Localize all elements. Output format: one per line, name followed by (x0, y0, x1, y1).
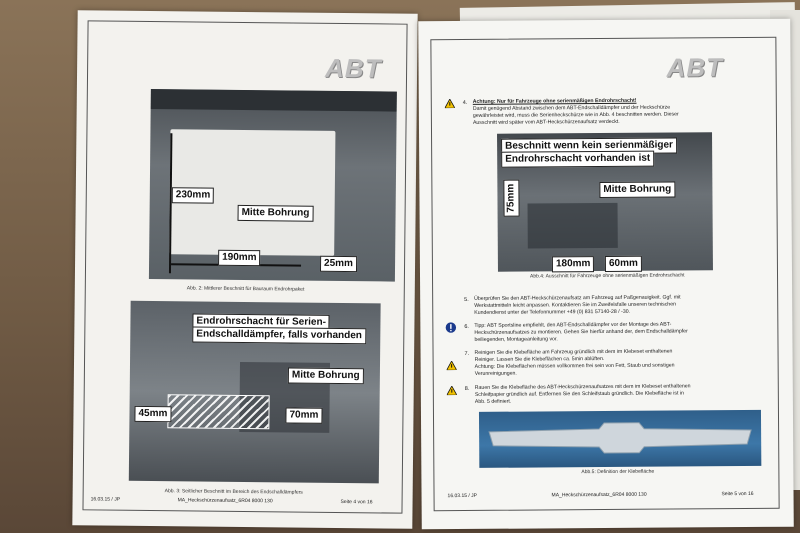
label-190mm: 190mm (218, 249, 261, 267)
label-mitte-bohrung: Mitte Bohrung (287, 367, 364, 385)
info-icon (445, 322, 457, 333)
warning-icon (444, 99, 455, 109)
step-8-number: 8. (464, 385, 470, 392)
label-25mm: 25mm (319, 255, 358, 273)
step-5-number: 5. (464, 296, 469, 303)
label-70mm: 70mm (285, 407, 323, 424)
figure-5-caption: Abb.5: Definition der Klebefläche (581, 468, 655, 476)
left-page: ABT 230mm Mitte Bohrung 190mm 25mm Abb. … (72, 10, 418, 529)
label-mitte-bohrung: Mitte Bohrung (237, 204, 314, 222)
footer-date: 16.03.15 / JP (90, 496, 121, 503)
rear-apron-part (488, 422, 752, 454)
label-45mm: 45mm (134, 405, 172, 423)
step-6-number: 6. (464, 323, 469, 330)
step-4-number: 4. (462, 99, 468, 106)
hatched-cut-area (167, 394, 270, 430)
label-75mm: 75mm (503, 179, 520, 217)
abt-logo: ABT (666, 52, 724, 83)
step-7-line-4: Verunreinigungen. (474, 370, 517, 377)
figure-5-photo (478, 409, 762, 468)
abt-logo: ABT (324, 52, 382, 84)
step-7-number: 7. (464, 350, 470, 357)
footer-date: 16.03.15 / JP (447, 492, 478, 500)
label-180mm: 180mm (551, 256, 595, 273)
step-6-line-3: beiliegenden, Montageanleitung vor. (474, 336, 558, 343)
footer-doc: MA_Heckschürzenaufsatz_6R04 8000 130 (551, 491, 647, 499)
figure-4-caption: Abb.4: Ausschnitt für Fahrzeuge ohne ser… (529, 272, 685, 280)
warning-icon (446, 386, 457, 396)
footer-doc: MA_Heckschürzenaufsatz_6R04 8000 130 (177, 497, 273, 505)
label-230mm: 230mm (171, 187, 215, 204)
step-7-line-3: Achtung: Die Klebeflächen müssen vollkom… (474, 362, 675, 370)
step-8-line-3: Abb. 5 definiert. (474, 398, 512, 405)
figure-2-photo (148, 89, 397, 282)
figure-2-caption: Abb. 2: Mittlerer Beschnitt für Bauraum … (186, 285, 305, 293)
label-beschnitt-2: Endrohrschacht vorhanden ist (501, 150, 655, 168)
label-endrohrschacht-2: Endschalldämpfer, falls vorhanden (192, 326, 367, 345)
warning-icon (446, 361, 457, 371)
step-4-line-3: Ausschnitt wird später vom ABT-Heckschür… (472, 118, 620, 126)
bumper-top (150, 89, 397, 112)
label-mitte-bohrung: Mitte Bohrung (599, 181, 676, 199)
footer-page: Seite 4 von 16 (340, 499, 373, 506)
cut-area (527, 202, 618, 249)
right-page: ABT 4. Achtung: Nur für Fahrzeuge ohne s… (418, 18, 794, 530)
footer-page: Seite 5 von 16 (721, 490, 754, 498)
step-5-line-3: Kundendienst unter der Telefonnummer +49… (474, 308, 631, 316)
label-60mm: 60mm (604, 255, 642, 273)
